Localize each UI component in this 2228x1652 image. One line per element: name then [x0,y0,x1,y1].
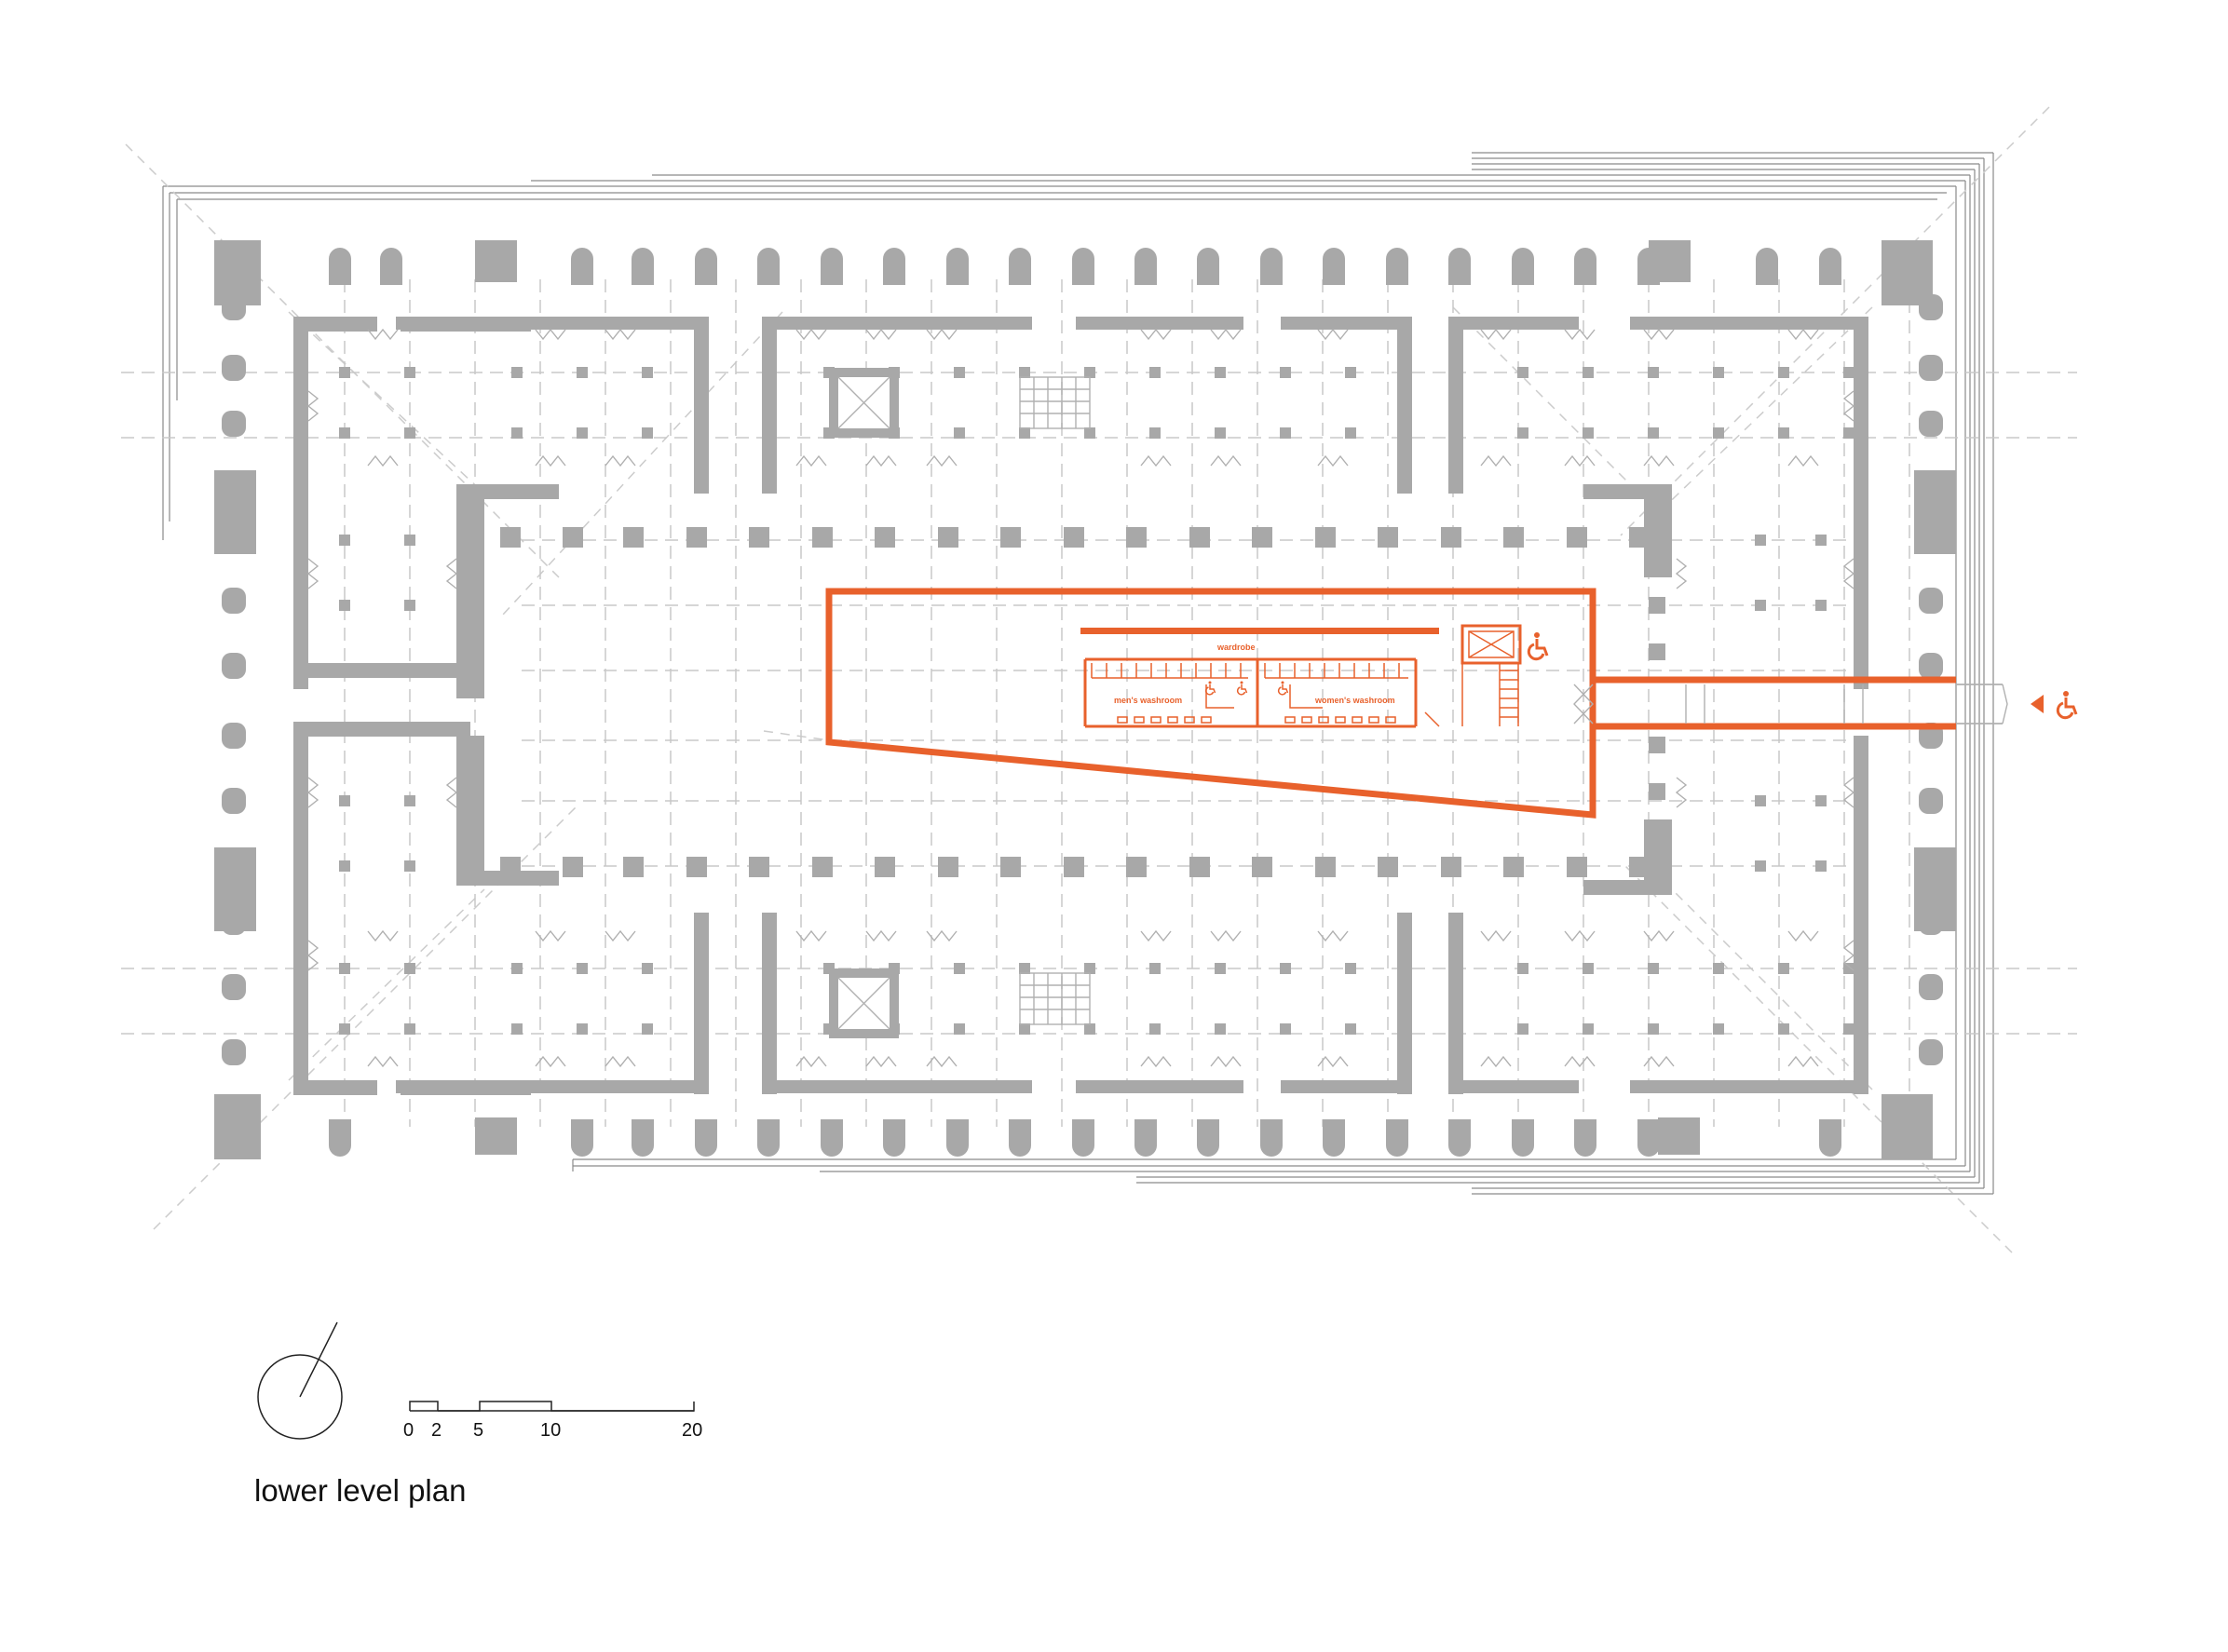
accessible-icon [1277,681,1289,696]
gallery-walls [293,317,1868,1095]
north-arrow-icon [257,1321,343,1440]
accessible-icon [1527,632,1549,661]
wardrobe-label: wardrobe [1216,643,1256,652]
light-well-icon [829,368,899,1038]
plan-title: lower level plan [254,1473,466,1508]
plinth-lines [162,152,1994,1195]
mens-washroom-label: men's washroom [1114,696,1182,705]
wall-zigzag-details [306,328,1855,1068]
stair-icon [1019,376,1091,1025]
accessible-icon [2056,691,2078,720]
entry-arrow-icon [2031,695,2044,713]
scale-tick-10: 10 [540,1420,561,1441]
accessible-icon [1204,681,1216,696]
accessible-icon [1236,681,1248,696]
new-lower-level-insert: wardrobe men's washroom women's washroom [825,588,2078,819]
womens-washroom-label: women's washroom [1314,696,1395,705]
scale-tick-20: 20 [682,1420,702,1441]
scale-tick-5: 5 [473,1420,483,1441]
column-piers [214,240,1956,1159]
scale-tick-2: 2 [431,1420,442,1441]
scale-tick-0: 0 [403,1420,414,1441]
scale-bar: 0 2 5 10 20 [403,1401,702,1441]
structural-grid [121,279,2077,1127]
